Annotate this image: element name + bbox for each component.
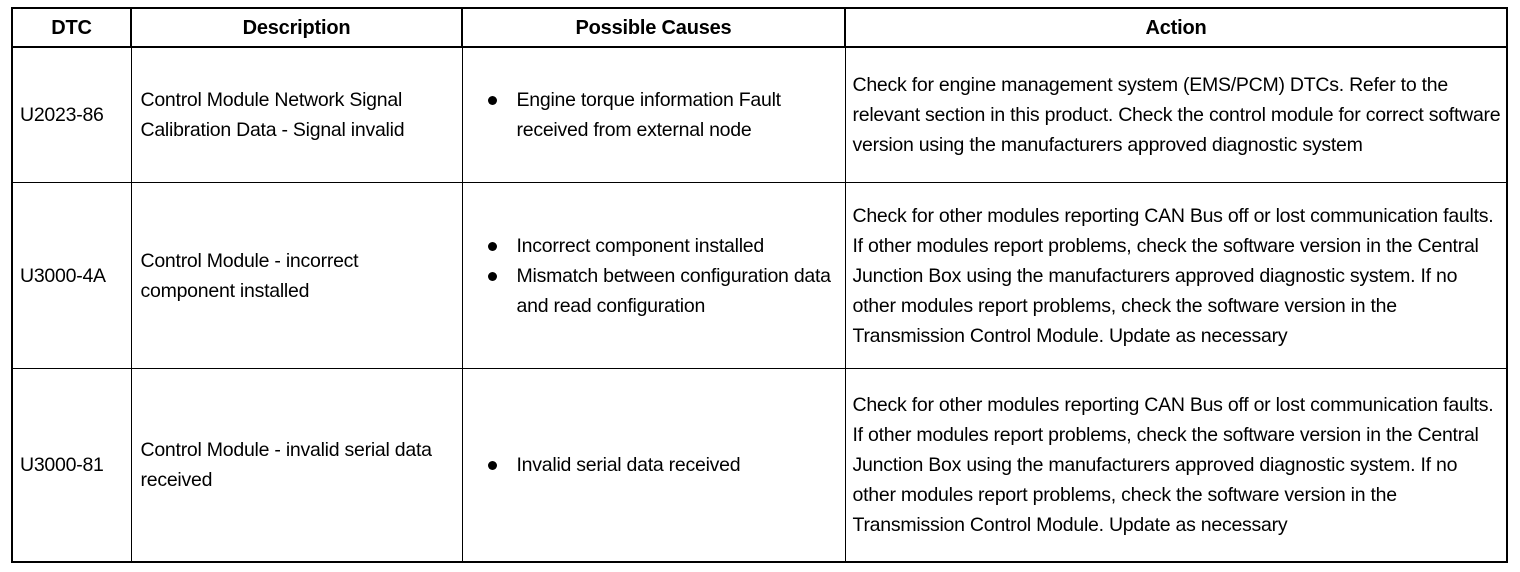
cell-description: Control Module Network Signal Calibratio…: [130, 46, 463, 183]
cell-action: Check for other modules reporting CAN Bu…: [844, 182, 1508, 369]
possible-causes-list: Engine torque information Fault received…: [485, 85, 841, 145]
cell-possible-causes: Invalid serial data received: [461, 368, 846, 563]
description-text: Control Module - invalid serial data rec…: [140, 439, 432, 491]
table-header-row: DTC Description Possible Causes Action: [11, 7, 1508, 48]
list-item: Invalid serial data received: [485, 450, 841, 480]
action-text: Check for other modules reporting CAN Bu…: [852, 394, 1494, 536]
cause-text: Mismatch between configuration data and …: [516, 264, 832, 317]
description-text: Control Module Network Signal Calibratio…: [140, 89, 405, 141]
cell-action: Check for other modules reporting CAN Bu…: [844, 368, 1508, 563]
table-row: U3000-4A Control Module - incorrect comp…: [11, 182, 1508, 369]
list-item: Mismatch between configuration data and …: [485, 261, 841, 321]
cell-description: Control Module - invalid serial data rec…: [130, 368, 463, 563]
cell-possible-causes: Engine torque information Fault received…: [461, 46, 846, 183]
list-item: Incorrect component installed: [485, 231, 841, 261]
bullet-icon: [487, 241, 497, 251]
list-item: Engine torque information Fault received…: [485, 85, 841, 145]
column-header-action: Action: [844, 7, 1508, 48]
cause-text: Invalid serial data received: [516, 454, 741, 476]
bullet-icon: [487, 271, 497, 281]
cell-dtc: U2023-86: [11, 46, 132, 183]
description-text: Control Module - incorrect component ins…: [140, 249, 359, 302]
table-row: U3000-81 Control Module - invalid serial…: [11, 368, 1508, 563]
cause-text: Incorrect component installed: [516, 234, 765, 257]
table-body: U2023-86 Control Module Network Signal C…: [11, 46, 1508, 563]
bullet-icon: [487, 96, 497, 105]
cell-dtc: U3000-81: [11, 368, 132, 563]
possible-causes-list: Invalid serial data received: [485, 450, 841, 480]
possible-causes-list: Incorrect component installed Mismatch b…: [485, 231, 841, 321]
table-row: U2023-86 Control Module Network Signal C…: [11, 46, 1508, 183]
column-header-description: Description: [130, 7, 463, 48]
bullet-icon: [487, 461, 497, 470]
column-header-possible-causes: Possible Causes: [461, 7, 846, 48]
cell-action: Check for engine management system (EMS/…: [844, 46, 1508, 183]
table-header: DTC Description Possible Causes Action: [11, 7, 1508, 48]
action-text: Check for other modules reporting CAN Bu…: [852, 204, 1494, 347]
dtc-diagnostic-table: DTC Description Possible Causes Action U…: [11, 7, 1508, 563]
cell-description: Control Module - incorrect component ins…: [130, 182, 463, 369]
cause-text: Engine torque information Fault received…: [516, 89, 782, 141]
cell-possible-causes: Incorrect component installed Mismatch b…: [461, 182, 846, 369]
cell-dtc: U3000-4A: [11, 182, 132, 369]
action-text: Check for engine management system (EMS/…: [852, 74, 1501, 156]
column-header-dtc: DTC: [11, 7, 132, 48]
